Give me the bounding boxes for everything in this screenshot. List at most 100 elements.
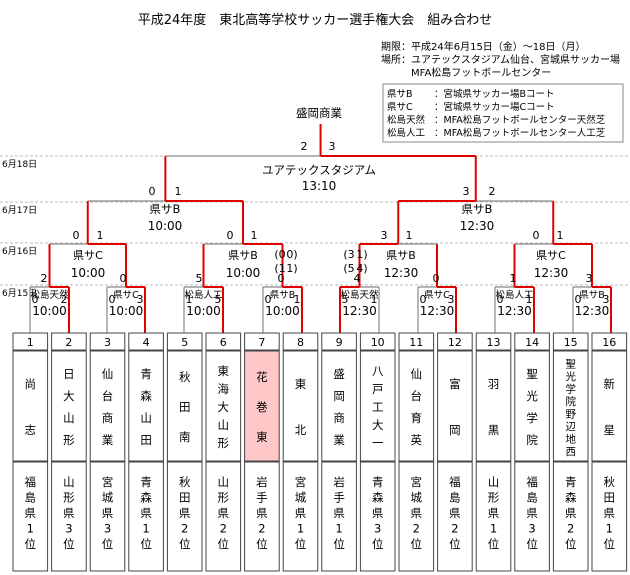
team-pref-char: 県 xyxy=(372,506,384,520)
r1-score-right: 1 xyxy=(294,293,301,306)
r1-time: 10:00 xyxy=(265,304,300,318)
team-name-cell xyxy=(398,350,435,462)
final-time: 13:10 xyxy=(302,179,337,193)
team-pref-char: 3 xyxy=(374,522,381,536)
qf-2-score-right: 1 xyxy=(251,229,258,242)
team-name-char: 野 xyxy=(565,408,576,420)
team-number-cell xyxy=(51,332,87,351)
team-number-cell xyxy=(282,332,319,351)
r1-score-left: 1 xyxy=(186,293,193,306)
team-name-char: 地 xyxy=(565,432,576,445)
team-pref-cell xyxy=(244,461,280,572)
r1-venue: 松島人工 xyxy=(495,289,534,301)
r2-4-score-left: 1 xyxy=(510,272,517,285)
semi-1-score-right: 1 xyxy=(175,185,182,198)
team-number-cell xyxy=(398,332,435,351)
r1-score-left: 0 xyxy=(575,293,582,306)
r1-venue: 県サC xyxy=(424,290,450,301)
team-number: 16 xyxy=(602,336,616,349)
team-pref-char: 田 xyxy=(604,491,616,505)
team-name-cell xyxy=(475,350,512,462)
team-pref-char: 位 xyxy=(411,537,423,551)
r2-1-score-left: 2 xyxy=(41,272,48,285)
team-name-char: 台 xyxy=(102,389,114,403)
team-number: 14 xyxy=(525,336,539,349)
legend-abbr: 県サB xyxy=(387,89,413,100)
team-name-cell xyxy=(359,350,396,462)
qf-4-score-left: 0 xyxy=(533,229,540,242)
semi-2-venue: 県サB xyxy=(462,202,493,216)
r1-score-left: 0 xyxy=(32,293,39,306)
team-pref-char: 県 xyxy=(218,506,230,520)
team-name-char: 一 xyxy=(372,436,384,450)
team-pref-char: 位 xyxy=(140,537,152,551)
team-pref-char: 3 xyxy=(65,522,72,536)
r1-score-right: 1 xyxy=(526,293,533,306)
team-pref-char: 山 xyxy=(488,475,500,489)
semi-2-time: 12:30 xyxy=(460,219,495,233)
team-name-char: 商 xyxy=(102,411,114,425)
team-pref-char: 県 xyxy=(411,506,423,520)
team-pref-char: 2 xyxy=(181,522,188,536)
r2-3-score-left: 4 xyxy=(354,272,361,285)
team-pref-char: 位 xyxy=(333,537,345,551)
r1-venue: 松島天然 xyxy=(30,289,69,301)
team-name-char: 山 xyxy=(63,411,75,425)
team-pref-char: 1 xyxy=(490,522,497,536)
team-number: 9 xyxy=(336,336,343,349)
r2-2-score-left: 5 xyxy=(196,272,203,285)
team-pref-char: 1 xyxy=(297,522,304,536)
team-pref-char: 形 xyxy=(488,491,500,505)
r1-score-left: 5 xyxy=(342,293,349,306)
team-pref-cell xyxy=(359,461,396,572)
team-name-char: 英 xyxy=(411,433,423,447)
team-pref-char: 県 xyxy=(604,506,616,520)
team-name-char: 業 xyxy=(333,433,345,447)
r1-score-right: 2 xyxy=(61,293,68,306)
r1-venue: 松島人工 xyxy=(184,289,223,301)
team-pref-char: 位 xyxy=(179,537,191,551)
team-number-cell xyxy=(321,332,357,351)
date-label: 6月15日 xyxy=(2,288,37,299)
champion-name: 盛岡商業 xyxy=(296,106,342,120)
team-pref-char: 県 xyxy=(25,506,37,520)
r1-score-left: 0 xyxy=(265,293,272,306)
team-pref-char: 2 xyxy=(258,522,265,536)
r1-score-right: 3 xyxy=(137,293,144,306)
team-pref-char: 位 xyxy=(526,537,538,551)
team-name-char: 志 xyxy=(25,423,37,437)
legend-row: 松島人工 ：MFA松島フットボールセンター人工芝 xyxy=(387,127,606,139)
qf-3-venue: 県サB xyxy=(386,249,416,262)
qf-2-score-left: 0 xyxy=(227,229,234,242)
team-pref-char: 3 xyxy=(528,522,535,536)
team-name-char: 形 xyxy=(63,433,75,447)
team-name-char: 西 xyxy=(565,446,576,458)
team-number-cell xyxy=(166,332,203,351)
team-pref-char: 位 xyxy=(218,537,230,551)
team-number: 4 xyxy=(143,336,150,349)
team-name-cell xyxy=(89,350,126,462)
info-period: 期限：平成24年6月15日（金）～18日（月） xyxy=(381,40,586,53)
final-venue: ユアテックスタジアム xyxy=(262,163,376,177)
team-pref-cell xyxy=(51,461,87,572)
legend-desc: ：MFA松島フットボールセンター人工芝 xyxy=(434,127,606,139)
team-pref-cell xyxy=(475,461,512,572)
r1-time: 10:00 xyxy=(32,304,67,318)
team-number: 3 xyxy=(104,336,111,349)
team-pref-cell xyxy=(321,461,357,572)
team-name-char: 青 xyxy=(140,367,152,381)
team-name-char: 黒 xyxy=(488,423,500,437)
r1-venue: 県サB xyxy=(270,290,296,301)
team-name-char: 聖 xyxy=(526,367,538,381)
team-name-cell xyxy=(321,350,357,462)
team-number: 12 xyxy=(448,336,462,349)
team-pref-char: 城 xyxy=(102,491,114,505)
team-name-cell xyxy=(51,350,87,462)
team-name-cell xyxy=(205,350,242,462)
r1-time: 12:30 xyxy=(497,304,532,318)
qf-3-time: 12:30 xyxy=(384,266,419,280)
team-number: 11 xyxy=(409,336,423,349)
team-pref-cell xyxy=(552,461,589,572)
legend-row: 松島天然 ：MFA松島フットボールセンター天然芝 xyxy=(387,114,606,126)
